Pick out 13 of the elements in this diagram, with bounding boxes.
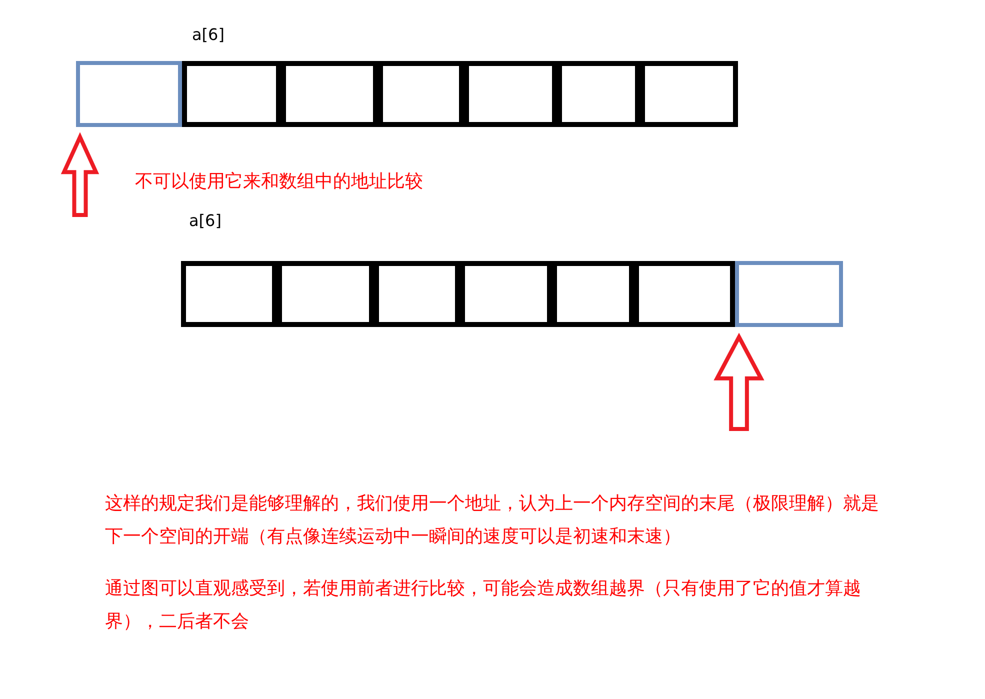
block-arrow xyxy=(714,332,764,431)
note-text: 不可以使用它来和数组中的地址比较 xyxy=(135,171,423,193)
note-paragraph: 通过图可以直观感受到，若使用前者进行比较，可能会造成数组越界（只有使用了它的值才算越界），二后者不会 xyxy=(105,577,862,634)
array-cell xyxy=(181,261,277,327)
array-cell xyxy=(735,261,843,327)
array-name: a[6] xyxy=(192,24,224,46)
note-paragraph: 这样的规定我们是能够理解的，我们使用一个地址，认为上一个内存空间的末尾（极限理解）就是下一个空间的开端（有点像连续运动中一瞬间的速度可以是初速和末速） xyxy=(105,492,880,549)
array-cell xyxy=(634,261,735,327)
array-name: a[6] xyxy=(189,210,222,232)
block-arrow xyxy=(60,132,100,217)
array-cell xyxy=(76,61,182,127)
array-cell xyxy=(640,61,738,127)
array-cell xyxy=(182,61,281,127)
